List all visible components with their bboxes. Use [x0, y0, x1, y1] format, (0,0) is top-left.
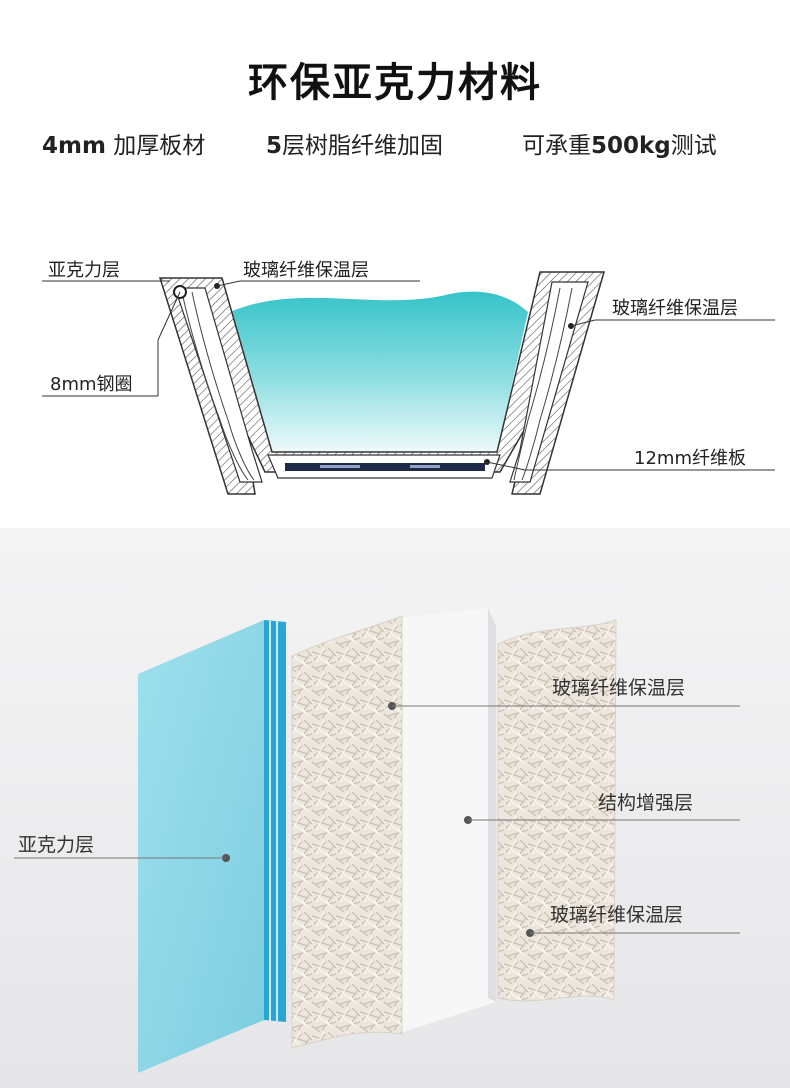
label-fiberglass-top: 玻璃纤维保温层 — [552, 677, 686, 699]
label-fiberglass-bottom: 玻璃纤维保温层 — [550, 904, 684, 926]
label-acrylic: 亚克力层 — [18, 834, 95, 856]
structure-layer — [400, 608, 496, 1033]
feature-load: 可承重500kg测试 — [522, 133, 717, 159]
page-title: 环保亚克力材料 — [248, 60, 542, 106]
label-fiberglass-left: 玻璃纤维保温层 — [243, 260, 369, 281]
cross-section-panel: 环保亚克力材料 4mm 加厚板材 5层树脂纤维加固 可承重500kg测试 — [0, 0, 790, 528]
layer-stack-diagram — [14, 608, 740, 1073]
tub-fiber-layer-right — [509, 281, 589, 483]
tub-cross-section-diagram — [42, 271, 775, 495]
label-structure: 结构增强层 — [598, 792, 694, 814]
label-fiber-board: 12mm纤维板 — [634, 448, 746, 469]
feature-layers: 5层树脂纤维加固 — [266, 133, 444, 159]
fiber-board-12mm — [285, 463, 485, 471]
layers-panel: 亚克力层 玻璃纤维保温层 结构增强层 玻璃纤维保温层 — [0, 528, 790, 1088]
feature-thickness: 4mm 加厚板材 — [42, 133, 206, 159]
fiberglass-layer-back — [497, 619, 617, 1002]
fiberglass-layer-front — [291, 615, 403, 1049]
label-steel-ring: 8mm钢圈 — [50, 374, 133, 395]
acrylic-panel — [138, 620, 264, 1073]
label-acrylic-layer: 亚克力层 — [48, 260, 120, 281]
label-fiberglass-right: 玻璃纤维保温层 — [612, 298, 738, 319]
water — [230, 291, 528, 452]
tub-fiber-layer-left — [174, 287, 263, 483]
